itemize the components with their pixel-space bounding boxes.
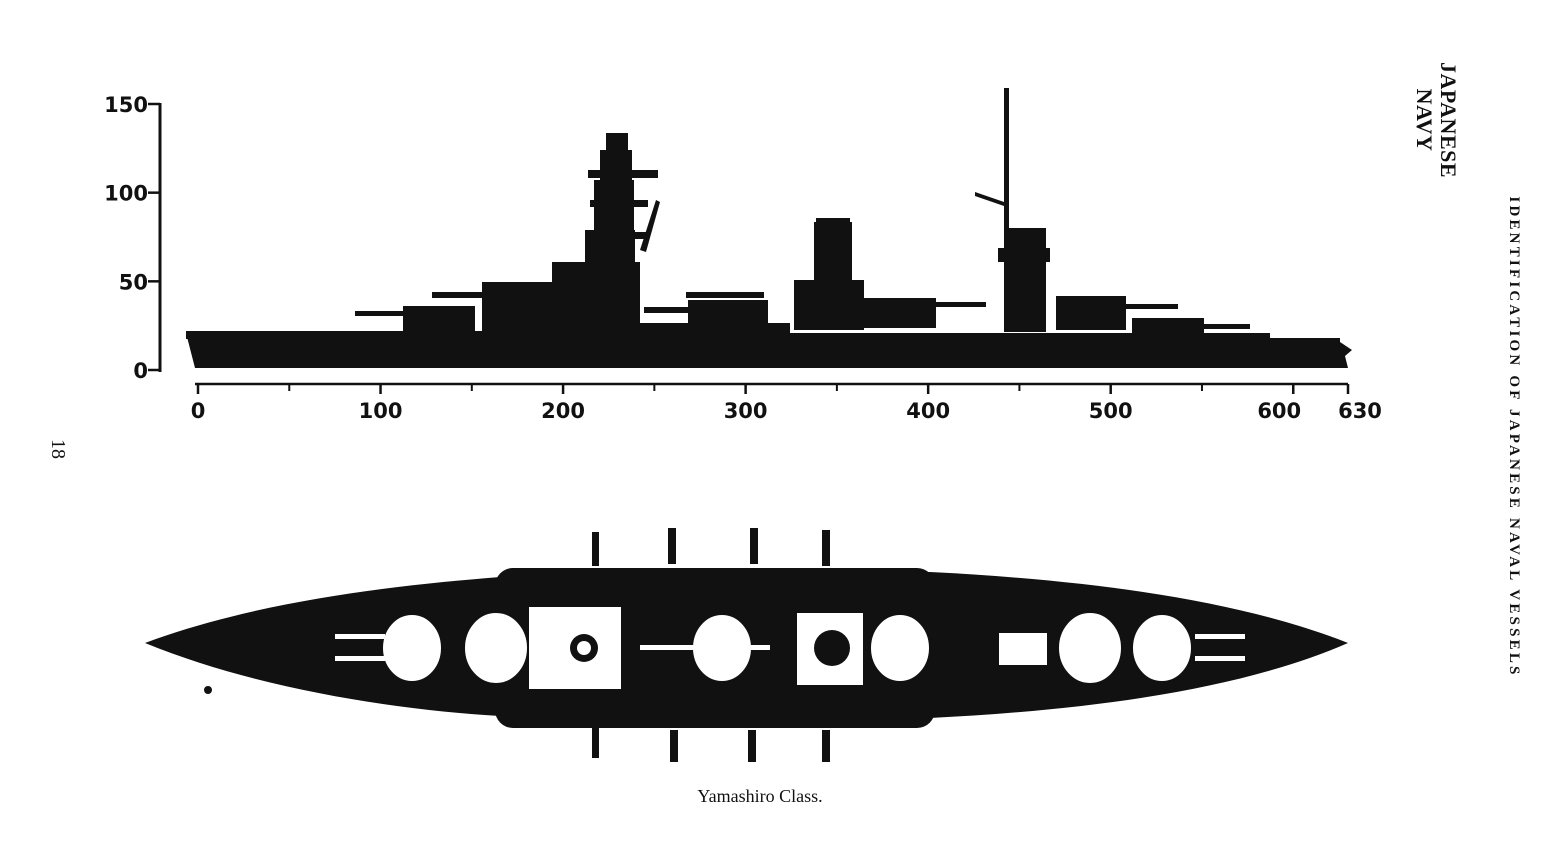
midship-deckhouse (640, 323, 790, 335)
plan-barrels-aft (1195, 634, 1245, 639)
plan-turret-5 (1057, 611, 1123, 685)
x-tick-label: 600 (1257, 399, 1301, 423)
turret-6 (1132, 318, 1204, 340)
turret-4-barrel (930, 302, 986, 307)
funnel-base (794, 280, 864, 330)
stray-dot (204, 686, 212, 694)
davit-1-bottom (592, 728, 599, 758)
plan-turret-4 (869, 613, 931, 683)
y-ticks: 0 50 100 150 (104, 93, 160, 383)
plan-turret-1 (381, 613, 443, 683)
bridge-wing-1 (588, 170, 658, 178)
y-tick-label: 150 (104, 93, 148, 117)
bridge-wing-3 (586, 232, 646, 239)
plan-bridge-circle-inner (577, 641, 591, 655)
turret-4 (862, 298, 936, 328)
funnel-cap (816, 218, 850, 226)
after-platform (998, 248, 1050, 262)
plan-barrels-fwd-b (335, 656, 385, 661)
hull-profile (186, 333, 1352, 368)
y-tick-label: 100 (104, 182, 148, 206)
pagoda-mid (594, 180, 634, 235)
bridge-wing-2 (590, 200, 648, 207)
turret-2 (482, 286, 554, 333)
turret-2-barrel (432, 292, 492, 298)
quarterdeck (1200, 338, 1340, 348)
davit-4-top (822, 530, 830, 566)
plan-turret-6 (1131, 613, 1193, 683)
davit-2-top (668, 528, 676, 564)
mast-gaff (975, 192, 1004, 206)
x-tick-label: 200 (541, 399, 585, 423)
davit-4-bottom (822, 730, 830, 762)
bridge-base (552, 262, 640, 334)
davit-1-top (592, 532, 599, 566)
ship-plan-view (145, 528, 1348, 762)
x-tick-label: 630 (1338, 399, 1382, 423)
plan-funnel-inner (814, 630, 850, 666)
davit-3-bottom (748, 730, 756, 762)
x-tick-label: 100 (359, 399, 403, 423)
plan-after-house (997, 631, 1049, 667)
x-tick-label: 300 (724, 399, 768, 423)
turret-5-barrel (1108, 304, 1178, 309)
plan-barrels-fwd (335, 634, 385, 639)
after-superstructure (1004, 228, 1046, 332)
x-ticks: 0 100 200 300 400 500 600 630 (191, 384, 1382, 423)
plan-turret-2 (463, 611, 529, 685)
davit-3-top (750, 528, 758, 564)
figure-caption: Yamashiro Class. (697, 786, 823, 806)
x-tick-label: 400 (906, 399, 950, 423)
x-tick-label: 500 (1089, 399, 1133, 423)
pagoda-top (606, 133, 628, 155)
mainmast (1004, 88, 1009, 238)
turret-5 (1056, 296, 1126, 330)
plan-barrels-aft-b (1195, 656, 1245, 661)
ship-side-profile (186, 88, 1352, 368)
turret-1-barrel (355, 311, 415, 316)
turret-6-barrel (1190, 324, 1250, 329)
turret-1 (403, 306, 475, 333)
profile-scale: 0 100 200 300 400 500 600 630 0 50 100 150 (104, 93, 1382, 423)
y-tick-label: 0 (133, 359, 148, 383)
pagoda-upper (600, 150, 632, 185)
turret-3-barrel-b (686, 292, 764, 298)
plan-barrels-mid (640, 645, 770, 650)
y-tick-label: 50 (119, 270, 148, 294)
derrick-boom (640, 200, 660, 252)
forecastle-deck (186, 331, 606, 339)
x-tick-label: 0 (191, 399, 206, 423)
davit-2-bottom (670, 730, 678, 762)
turret-2-deck (482, 282, 552, 290)
turret-3-barrel (644, 307, 704, 313)
